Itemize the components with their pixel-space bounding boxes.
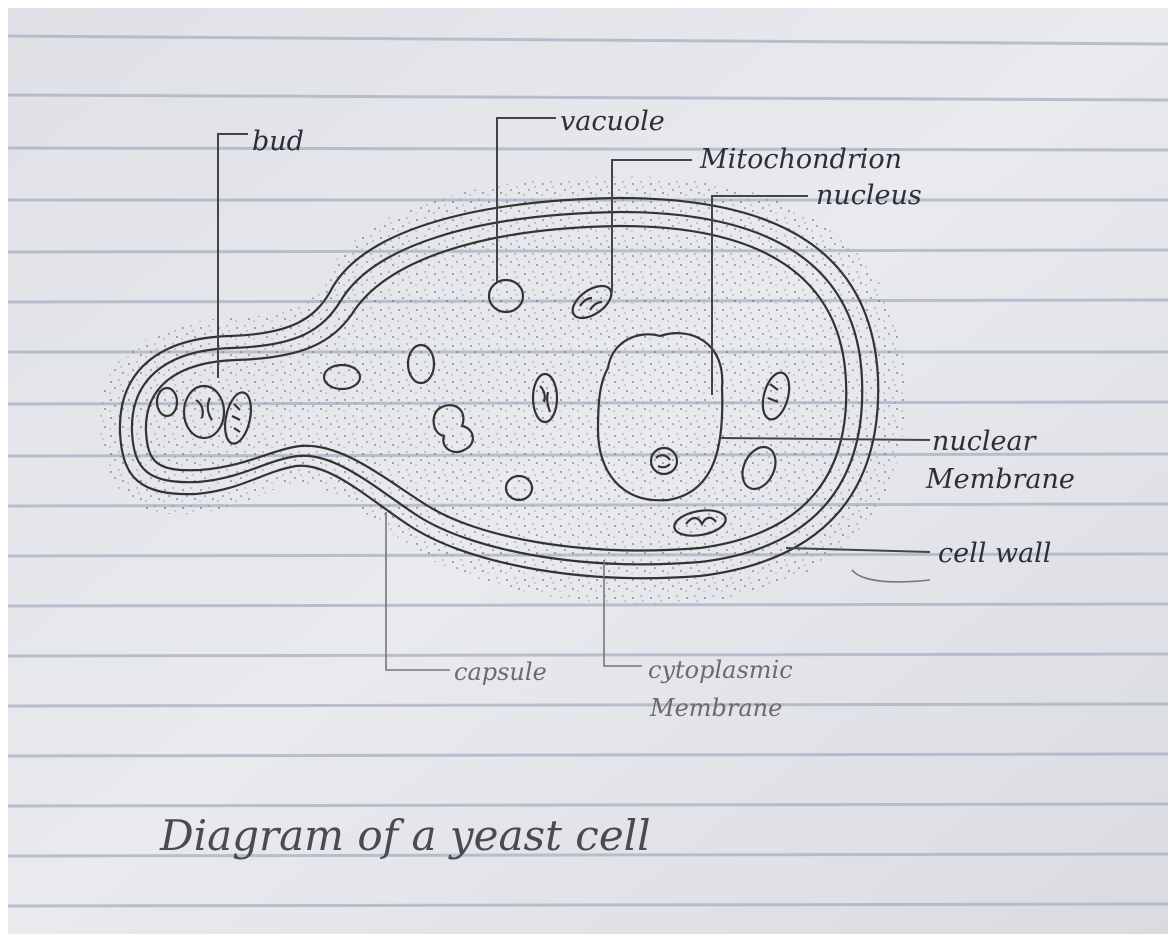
label-bud: bud xyxy=(252,126,304,157)
label-nuclear-membrane-2: Membrane xyxy=(925,464,1075,495)
label-capsule: capsule xyxy=(454,658,547,686)
label-mitochondrion: Mitochondrion xyxy=(699,144,902,175)
label-cytoplasmic-membrane-1: cytoplasmic xyxy=(648,656,793,684)
label-vacuole: vacuole xyxy=(560,106,665,137)
label-nucleus: nucleus xyxy=(816,180,922,211)
label-cytoplasmic-membrane-2: Membrane xyxy=(649,694,782,722)
label-nuclear-membrane-1: nuclear xyxy=(932,426,1038,457)
label-cell-wall: cell wall xyxy=(938,538,1051,569)
page-top-margin xyxy=(0,0,1168,8)
diagram-title: Diagram of a yeast cell xyxy=(159,811,651,860)
